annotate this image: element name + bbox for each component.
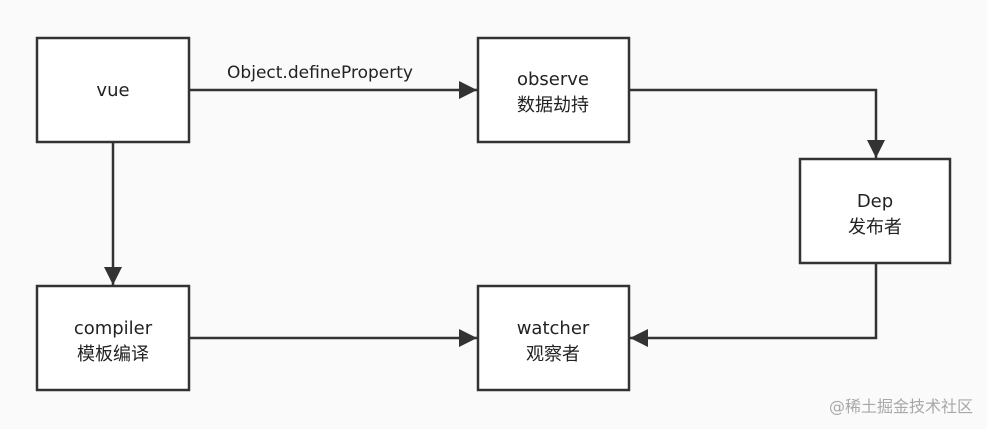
- edge-dep-to-watcher: [630, 263, 878, 347]
- node-dep-sublabel: 发布者: [848, 217, 902, 238]
- node-compiler-label: compiler: [74, 318, 153, 339]
- node-watcher-sublabel: 观察者: [526, 344, 580, 365]
- node-watcher: watcher 观察者: [476, 284, 631, 392]
- node-watcher-box: [476, 284, 631, 392]
- node-vue-label: vue: [96, 80, 129, 101]
- node-compiler-box: [35, 284, 191, 392]
- edge-label-object-defineproperty: Object.defineProperty: [227, 63, 413, 83]
- node-observe-label: observe: [517, 69, 589, 90]
- node-compiler-sublabel: 模板编译: [77, 344, 149, 365]
- edge-observe-to-dep: [629, 88, 885, 158]
- node-dep-box: [798, 157, 952, 265]
- node-observe-box: [476, 36, 631, 144]
- node-dep-label: Dep: [857, 191, 893, 212]
- node-observe: observe 数据劫持: [476, 36, 631, 144]
- node-vue-box: [35, 36, 191, 144]
- node-compiler: compiler 模板编译: [35, 284, 191, 392]
- node-vue: vue: [35, 36, 191, 144]
- node-dep: Dep 发布者: [798, 157, 952, 265]
- node-watcher-label: watcher: [517, 318, 590, 339]
- node-observe-sublabel: 数据劫持: [517, 95, 589, 116]
- watermark: @稀土掘金技术社区: [828, 397, 973, 416]
- edges: Object.defineProperty: [104, 63, 885, 347]
